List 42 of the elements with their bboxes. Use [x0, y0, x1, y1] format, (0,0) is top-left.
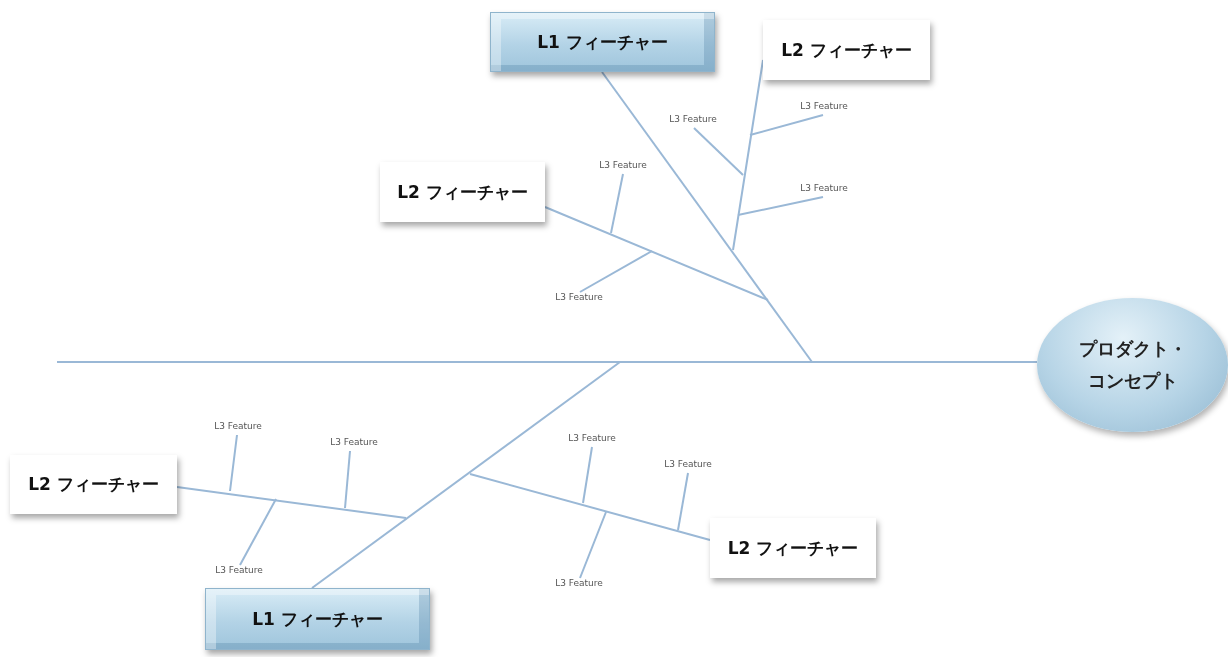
feature-label: L3 Feature	[599, 160, 647, 172]
branch-line	[544, 206, 769, 301]
branch-line	[579, 511, 607, 579]
branch-line	[737, 196, 824, 216]
branch-line	[239, 498, 277, 566]
branch-line	[344, 450, 351, 509]
feature-label: L2 フィーチャー	[781, 38, 912, 62]
branch-line	[610, 173, 624, 234]
feature-label: L2 フィーチャー	[727, 536, 859, 560]
feature-label: L3 Feature	[555, 292, 603, 304]
head-label: プロダクト・コンセプト	[1077, 336, 1188, 393]
feature-label: L3 Feature	[215, 565, 263, 577]
branch-line	[749, 114, 824, 136]
feature-label: L2 フィーチャー	[397, 180, 528, 204]
feature-label: L2 フィーチャー	[28, 473, 159, 496]
feature-card	[10, 455, 177, 514]
branch-line	[732, 59, 764, 251]
bevel-box	[205, 588, 430, 650]
branch-line	[229, 434, 238, 492]
branch-line	[311, 361, 621, 589]
bevel-box	[490, 12, 715, 72]
feature-label: L3 Feature	[669, 114, 717, 126]
feature-label: L3 Feature	[664, 459, 712, 471]
branch-line	[469, 473, 711, 541]
feature-label: L3 Feature	[800, 101, 848, 113]
feature-card	[710, 518, 876, 578]
feature-label: L1 フィーチャー	[537, 30, 668, 54]
branch-line	[582, 446, 593, 504]
feature-label: L3 Feature	[555, 578, 603, 590]
branch-line	[579, 250, 653, 293]
feature-card	[380, 162, 545, 222]
feature-label: L3 Feature	[800, 183, 848, 195]
feature-label: L3 Feature	[214, 421, 262, 433]
branch-line	[677, 472, 689, 531]
feature-label: L3 Feature	[568, 433, 616, 445]
branch-line	[56, 361, 1038, 363]
branch-line	[176, 486, 407, 519]
branch-line	[693, 127, 744, 176]
feature-card	[763, 20, 930, 80]
branch-line	[601, 71, 813, 363]
feature-label: L3 Feature	[330, 437, 378, 449]
feature-label: L1 フィーチャー	[252, 607, 383, 631]
